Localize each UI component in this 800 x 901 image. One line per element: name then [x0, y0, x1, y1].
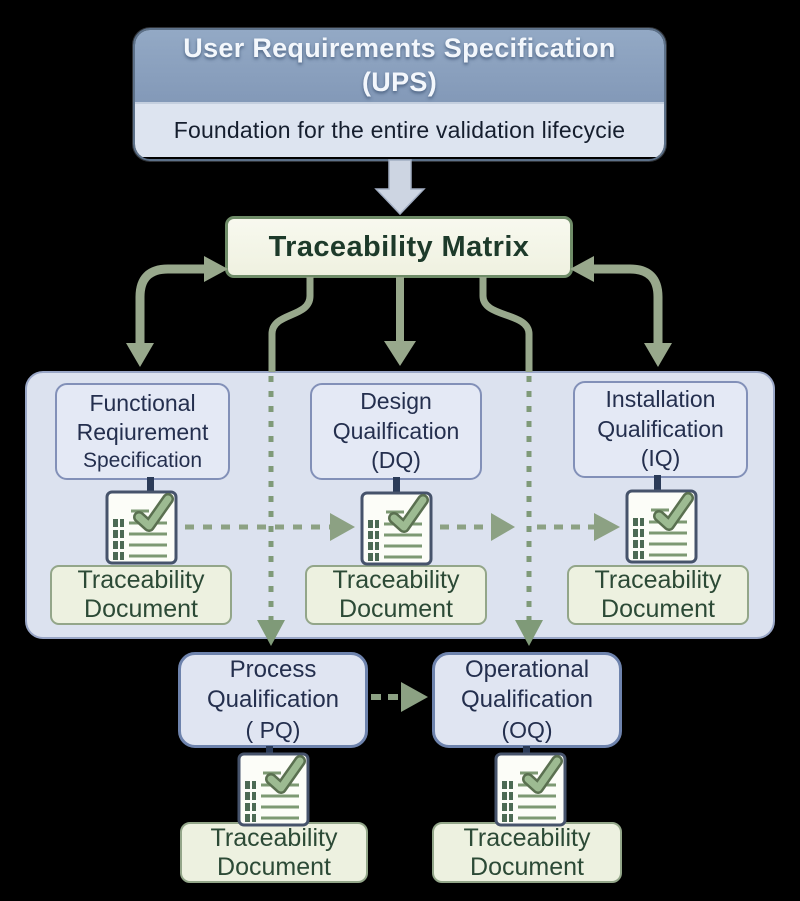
- td-frs-line2: Document: [84, 595, 198, 623]
- dashed-line-to-oq: [515, 376, 543, 646]
- pq-line3: ( PQ): [245, 717, 301, 743]
- dq-line2: Quailfication: [332, 417, 460, 444]
- traceability-matrix-node: Traceability Matrix: [225, 216, 573, 278]
- oq-line3: (OQ): [501, 717, 553, 743]
- oq-line2: Qualification: [460, 686, 594, 714]
- dashed-arrow-pq-to-oq: [371, 682, 428, 712]
- urs-title: User Requirements Specification (UPS): [135, 30, 664, 104]
- document-checkmark-icon: [107, 492, 176, 563]
- frs-line1: Functional: [89, 389, 196, 416]
- dashed-arrow-mid-to-iq: [537, 513, 620, 541]
- dashed-line-to-pq: [257, 376, 285, 646]
- traceability-document-box: Traceability Document: [567, 565, 749, 625]
- traceability-document-box: Traceability Document: [180, 822, 368, 883]
- traceability-document-box: Traceability Document: [305, 565, 487, 625]
- document-checkmark-icon: [496, 754, 565, 825]
- oq-line1: Operational: [464, 655, 590, 683]
- pq-line2: Qualification: [206, 686, 340, 714]
- urs-title-line1: User Requirements Specification: [183, 33, 616, 64]
- iq-line2: Qualification: [597, 415, 724, 442]
- dashed-arrow-frs-to-dq: [185, 513, 355, 541]
- arrow-matrix-left-bidirectional: [126, 256, 228, 367]
- td-iq-line2: Document: [601, 595, 715, 623]
- dq-node: Design Quailfication (DQ): [310, 383, 482, 480]
- urs-node: User Requirements Specification (UPS) Fo…: [133, 28, 666, 161]
- td-iq-line1: Traceability: [594, 566, 722, 595]
- node-to-document-stubs: [147, 475, 661, 758]
- iq-line1: Installation: [605, 386, 716, 413]
- arrow-urs-to-matrix: [374, 159, 426, 216]
- td-frs-line1: Traceability: [77, 566, 205, 595]
- iq-line3: (IQ): [640, 445, 681, 472]
- td-pq-line2: Document: [217, 852, 331, 881]
- document-checkmark-icon: [627, 491, 696, 562]
- pipe-matrix-to-pq-line: [268, 277, 314, 372]
- pipe-matrix-to-oq-line: [479, 277, 533, 372]
- traceability-document-box: Traceability Document: [50, 565, 232, 625]
- td-pq-line1: Traceability: [210, 823, 338, 852]
- traceability-document-box: Traceability Document: [432, 822, 622, 883]
- frs-line3: Specification: [82, 448, 203, 472]
- frs-line2: Reqiurement: [76, 419, 209, 446]
- urs-subtitle: Foundation for the entire validation lif…: [135, 104, 664, 157]
- td-oq-line2: Document: [470, 852, 584, 881]
- arrow-matrix-to-container: [384, 277, 416, 366]
- dq-line1: Design: [360, 388, 432, 415]
- oq-node: Operational Qualification (OQ): [432, 652, 622, 748]
- td-dq-line1: Traceability: [332, 566, 460, 595]
- td-dq-line2: Document: [339, 595, 453, 623]
- frs-node: Functional Reqiurement Specification: [55, 383, 230, 480]
- td-oq-line1: Traceability: [463, 823, 591, 852]
- pq-line1: Process: [229, 655, 317, 683]
- dashed-arrow-dq-mid: [440, 513, 515, 541]
- urs-title-abbr: (UPS): [362, 67, 437, 97]
- document-checkmark-icon: [362, 493, 431, 564]
- dq-line3: (DQ): [371, 447, 421, 474]
- document-checkmark-icon: [239, 754, 308, 825]
- arrow-matrix-right-bidirectional: [570, 256, 672, 367]
